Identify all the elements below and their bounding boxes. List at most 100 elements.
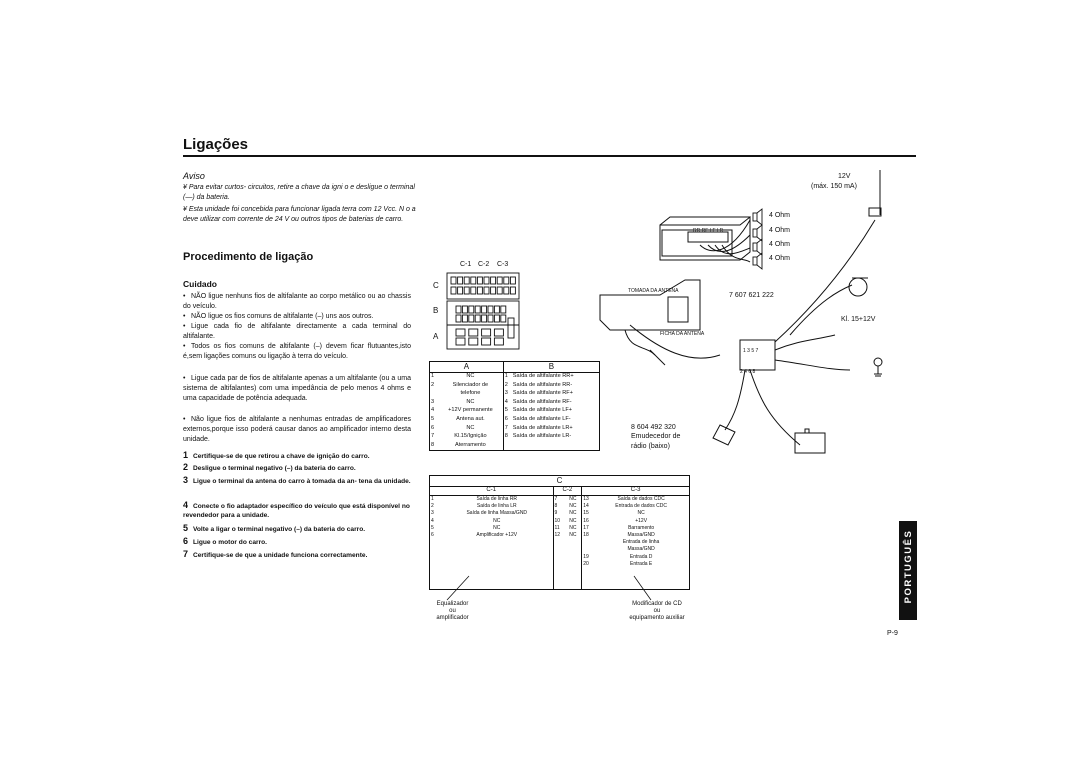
connector-label-c2: C-2 [478, 261, 490, 268]
part-number-1: 7 607 621 222 [729, 292, 774, 299]
table-cell: NC [593, 510, 691, 518]
table-cell: Barramento [593, 524, 691, 532]
table-cell: telefone [460, 390, 481, 397]
table-cell [552, 546, 565, 554]
table-cell [552, 553, 565, 561]
language-tab-label: PORTUGUÊS [903, 529, 914, 604]
speaker-ohm-2: 4 Ohm [769, 227, 791, 234]
table-cell: Kl.15/Ignição [454, 433, 487, 440]
table-cell: Entrada D [593, 553, 691, 561]
table-cell: 8 [429, 441, 438, 452]
table-cell [565, 539, 582, 546]
table-cell: Aterramento [438, 441, 504, 452]
table-cell: 5 [429, 415, 438, 425]
table-cell: 4 [429, 407, 438, 416]
table-cell: 4 [502, 398, 512, 408]
table-cell: 2 [502, 381, 512, 391]
emudecedor-label-1: Emudecedor de [631, 433, 681, 440]
table-cell [511, 441, 600, 452]
power-max: (máx. 150 mA) [811, 183, 857, 190]
table-cell [429, 390, 438, 399]
cuidado-heading: Cuidado [183, 279, 217, 289]
connector-side-a: A [433, 332, 439, 341]
table-cell: 7 [552, 495, 565, 504]
table-cell: Saída de linha LR [476, 503, 517, 510]
table-cell: Entrada E [593, 560, 691, 568]
table-cell: 17 [581, 524, 594, 532]
adapter-pins-top: 1 3 5 7 [743, 348, 759, 354]
speaker-ohm-4: 4 Ohm [769, 255, 791, 262]
table-cell: NC [466, 398, 475, 405]
power-12v: 12V [838, 173, 851, 180]
table-cell [552, 539, 565, 547]
part-number-2: 8 604 492 320 [631, 424, 676, 431]
table-cell [441, 546, 553, 553]
speaker-codes: RR RF LF LR [693, 228, 724, 234]
cuidado-bullet-1: •NÃO ligue nenhuns fios de altifalante a… [183, 293, 411, 310]
table-cell [502, 441, 512, 452]
table-cell: 15 [581, 510, 594, 518]
connector-diagram [446, 272, 520, 350]
tomada-label: TOMADA DA ANTENA [628, 288, 679, 294]
title-rule [183, 155, 916, 157]
table-cell: NC [493, 524, 501, 531]
table-cell: 3 [502, 390, 512, 399]
table-cell: Saída de altifalante LR- [511, 433, 600, 442]
table-cell: 6 [502, 415, 512, 425]
wiring-diagram [599, 170, 883, 454]
table-cell [581, 539, 594, 547]
table-cell: Saída de altifalante RR+ [511, 372, 600, 382]
table-cell: Entrada de linha [593, 539, 691, 547]
connector-side-c: C [433, 281, 439, 290]
table-cell [429, 560, 441, 568]
table-cell: NC [569, 496, 577, 502]
table-cell: Entrada de dados CDC [593, 503, 691, 511]
table-cell: 9 [552, 510, 565, 518]
table-header-a: A [429, 361, 504, 373]
table-cell: Antena aut. [456, 415, 485, 422]
table-cell: 8 [552, 503, 565, 511]
table-cell: 14 [581, 503, 594, 511]
table-cell [429, 553, 441, 561]
table-cell: NC [466, 424, 475, 431]
table-cell [581, 546, 594, 554]
table-cell: 4 [429, 517, 441, 525]
table-cell: 1 [502, 372, 512, 382]
table-row: Massa/GND [429, 546, 691, 554]
table-cell: 2 [429, 503, 441, 511]
table-cell: +12V [593, 517, 691, 525]
aviso-heading: Aviso [183, 171, 205, 181]
table-sub-c2: C-2 [552, 486, 583, 496]
table-cell [552, 560, 565, 568]
table-c-pointer-lines [446, 575, 652, 601]
table-cell: 6 [429, 424, 438, 434]
table-cell: Massa/GND [593, 531, 691, 540]
table-cell [565, 546, 582, 553]
cuidado-bullet-2: •NÃO ligue os fios comuns de altifalante… [183, 313, 374, 320]
table-cell: NC [466, 373, 475, 379]
table-header-c: C [429, 475, 690, 487]
table-cell: 8 [502, 433, 512, 442]
table-cell: 2 [429, 381, 438, 391]
table-row: Entrada de linha [429, 539, 691, 547]
ficha-label: FICHA DA ANTENA [660, 331, 705, 337]
cuidado-bullet-6: •Não ligue fios de altifalante a nenhuma… [183, 416, 411, 443]
table-cell: Amplificador +12V [476, 531, 518, 538]
table-cell: NC [569, 524, 577, 531]
table-cell: NC [569, 503, 577, 510]
table-cell: 1 [429, 495, 441, 504]
